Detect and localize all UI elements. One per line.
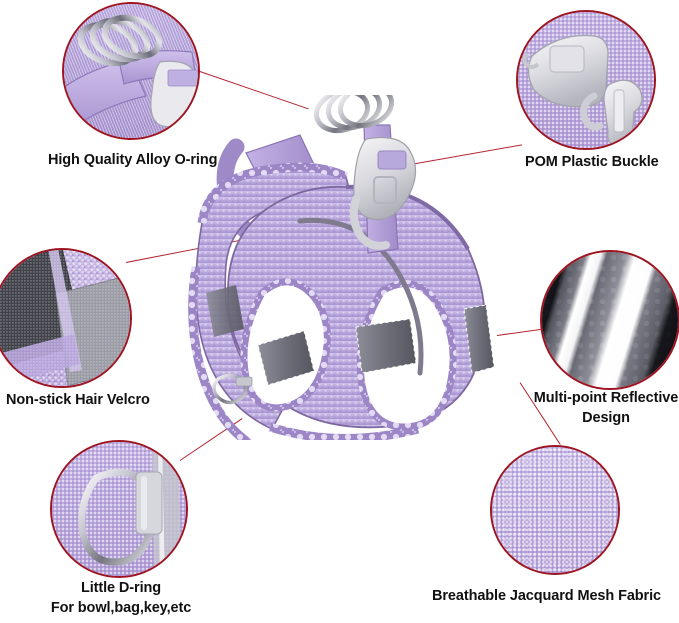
buckle-icon (522, 34, 654, 148)
jacquard-trim-left (188, 266, 253, 440)
grey-piping (297, 217, 424, 376)
small-d-ring (212, 373, 253, 405)
mesh-fabric-weave-overlay (492, 447, 618, 573)
callout-label-d-ring: Little D-ring For bowl,bag,key,etc (50, 580, 192, 616)
reflective-photo-background (542, 252, 678, 388)
reflective-strip-left (257, 330, 315, 386)
harness-illustration (188, 95, 495, 440)
side-release-buckle (349, 136, 417, 250)
reflective-strip-right (463, 304, 495, 374)
reflective-mesh-overlay (542, 252, 678, 388)
o-ring-icon (64, 14, 198, 132)
velcro-icon (0, 250, 130, 386)
callout-label-mesh-fabric: Breathable Jacquard Mesh Fabric (432, 588, 661, 604)
leg-opening-right-trim (356, 280, 457, 431)
callout-circle-d-ring (50, 440, 188, 578)
o-ring-3 (337, 95, 395, 129)
d-ring-icon (78, 442, 182, 576)
callout-label-velcro: Non-stick Hair Velcro (6, 392, 150, 408)
jacquard-trim-bottom (268, 422, 420, 440)
callout-circle-o-ring (62, 2, 200, 140)
top-o-rings (313, 95, 395, 134)
callout-circle-mesh-fabric (490, 445, 620, 575)
callout-label-o-ring: High Quality Alloy O-ring (48, 152, 218, 168)
callout-label-buckle: POM Plastic Buckle (525, 154, 659, 170)
reflective-strip-center (355, 318, 417, 374)
velcro-texture-overlay (0, 250, 130, 386)
callout-label-reflective: Multi-point Reflective Design (533, 390, 679, 426)
jacquard-trim-top-left (197, 162, 349, 224)
callout-circle-buckle (516, 10, 656, 150)
callout-circle-velcro (0, 248, 132, 388)
reflective-strip-far-left (206, 285, 244, 337)
leg-opening-left-trim (240, 278, 331, 412)
callout-circle-reflective (540, 250, 679, 390)
pet-harness-product-photo (150, 95, 520, 440)
